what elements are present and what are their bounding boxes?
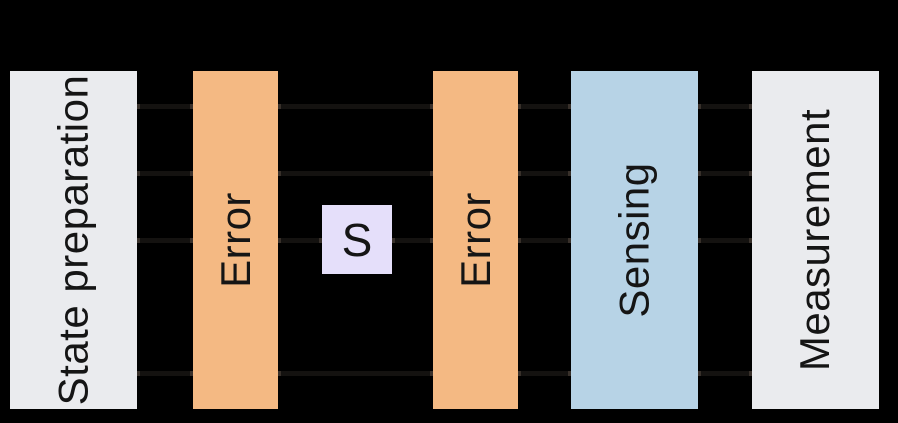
block-state-preparation-label: State preparation bbox=[49, 74, 97, 406]
qubit-wire-segment bbox=[278, 104, 433, 109]
qubit-wire-segment bbox=[278, 171, 433, 176]
block-measurement-label: Measurement bbox=[791, 108, 839, 372]
gate-s-label: S bbox=[341, 213, 373, 266]
qubit-wire-segment bbox=[392, 238, 433, 243]
qubit-wire-segment bbox=[137, 104, 193, 109]
qubit-wire-segment bbox=[518, 238, 571, 243]
qubit-wire-segment bbox=[278, 371, 433, 376]
qubit-wire-segment bbox=[698, 104, 752, 109]
block-state-preparation: State preparation bbox=[10, 71, 137, 409]
block-sensing: Sensing bbox=[571, 71, 698, 409]
block-error-2: Error bbox=[433, 71, 518, 409]
qubit-wire-segment bbox=[518, 371, 571, 376]
block-error-1: Error bbox=[193, 71, 278, 409]
gate-s: S bbox=[322, 205, 392, 274]
qubit-wire-segment bbox=[518, 104, 571, 109]
block-sensing-label: Sensing bbox=[610, 162, 658, 318]
qubit-wire-segment bbox=[698, 371, 752, 376]
qubit-wire-segment bbox=[698, 238, 752, 243]
qubit-wire-segment bbox=[278, 238, 322, 243]
qubit-wire-segment bbox=[137, 238, 193, 243]
qubit-wire-segment bbox=[518, 171, 571, 176]
block-measurement: Measurement bbox=[752, 71, 879, 409]
qubit-wire-segment bbox=[698, 171, 752, 176]
block-error-1-label: Error bbox=[211, 192, 259, 288]
block-error-2-label: Error bbox=[451, 192, 499, 288]
qubit-wire-segment bbox=[137, 171, 193, 176]
qubit-wire-segment bbox=[137, 371, 193, 376]
